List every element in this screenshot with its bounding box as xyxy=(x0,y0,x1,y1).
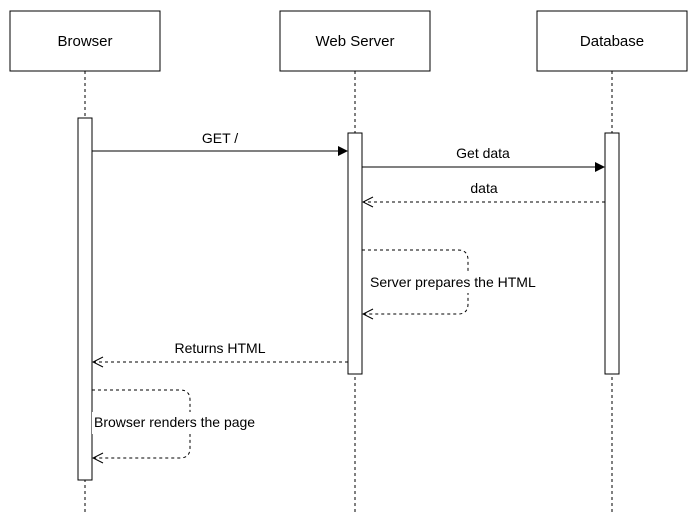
message-label: Server prepares the HTML xyxy=(370,274,536,290)
participant-box xyxy=(536,10,688,72)
label-background xyxy=(366,271,570,293)
participant-box xyxy=(9,10,161,72)
message-label: data xyxy=(470,180,497,196)
message-get-data: Get data xyxy=(362,145,605,172)
message-browser-self: Browser renders the page xyxy=(92,389,292,458)
participant-browser: Browser xyxy=(9,10,161,72)
message-label: Returns HTML xyxy=(174,340,265,356)
participant-database: Database xyxy=(536,10,688,72)
participant-box xyxy=(279,10,431,72)
message-label: GET / xyxy=(202,130,238,146)
label-background xyxy=(92,412,292,434)
message-server-self: Server prepares the HTML xyxy=(362,249,570,314)
activation-bar-browser xyxy=(77,117,93,481)
activation-bar-web-server xyxy=(347,132,363,375)
message-data-return: data xyxy=(363,180,605,202)
message-get-root: GET / xyxy=(92,130,348,156)
participant-label: Web Server xyxy=(316,33,395,50)
message-label: Get data xyxy=(456,145,510,161)
participant-label: Browser xyxy=(57,33,112,50)
activation-bar-database xyxy=(604,132,620,375)
participant-web-server: Web Server xyxy=(279,10,431,72)
activation-bars xyxy=(77,117,620,481)
message-returns-html: Returns HTML xyxy=(93,340,348,362)
message-label: Browser renders the page xyxy=(94,414,255,430)
participant-label: Database xyxy=(580,33,644,50)
